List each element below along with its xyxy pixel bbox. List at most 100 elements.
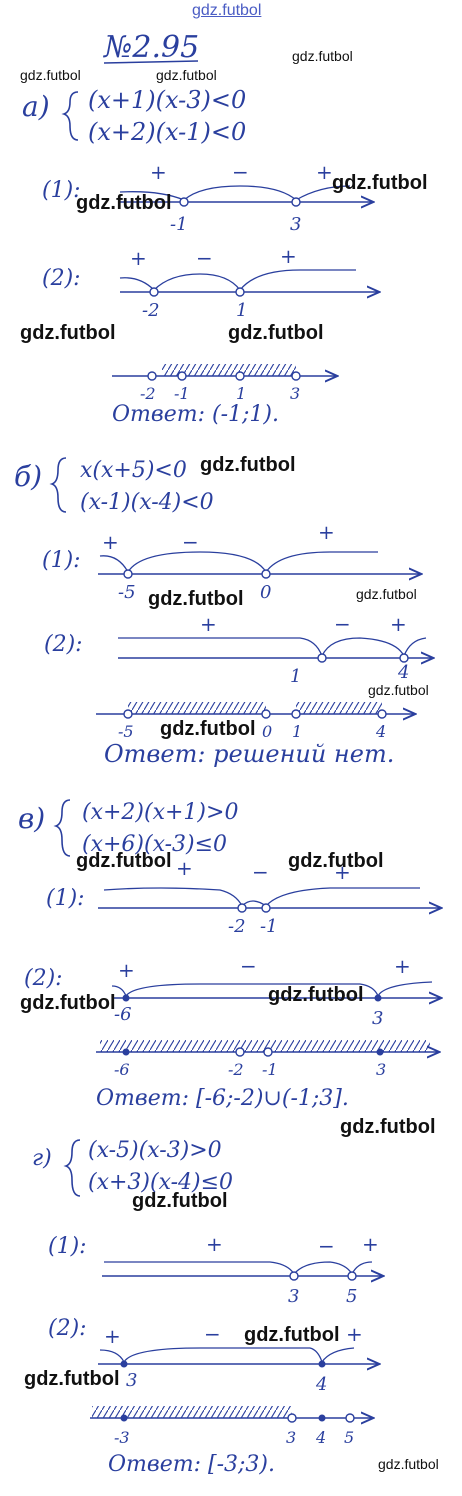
watermark: gdz.futbol bbox=[332, 172, 428, 194]
watermark: gdz.futbol bbox=[292, 48, 353, 64]
sign-arcs-c1 bbox=[103, 887, 420, 908]
hatch-b-right bbox=[296, 702, 382, 714]
inequality-1: (x+1)(x-3)<0 bbox=[88, 86, 247, 114]
inequality-2: (x-1)(x-4)<0 bbox=[80, 490, 214, 515]
step-label: (1): bbox=[42, 178, 81, 203]
sign-arcs-d1 bbox=[104, 1261, 373, 1276]
sign-plus: + bbox=[318, 520, 335, 544]
watermark: gdz.futbol bbox=[368, 682, 429, 698]
sign-plus: + bbox=[200, 612, 217, 636]
sign-plus: + bbox=[394, 954, 411, 978]
watermark: gdz.futbol bbox=[20, 322, 116, 344]
sign-plus: + bbox=[118, 958, 135, 982]
step-label: (1): bbox=[42, 548, 81, 573]
point-label: -1 bbox=[260, 916, 278, 937]
part-label: а) bbox=[22, 90, 50, 123]
point-a2-1 bbox=[235, 287, 245, 297]
part-label: в) bbox=[18, 802, 46, 835]
sign-minus: − bbox=[318, 1234, 335, 1258]
point-label: 3 bbox=[290, 384, 301, 403]
point-label: -1 bbox=[262, 1060, 278, 1079]
step-label: (2): bbox=[24, 966, 63, 991]
sign-plus: + bbox=[206, 1232, 223, 1256]
point-label: 5 bbox=[346, 1286, 358, 1307]
hatch-d bbox=[92, 1406, 292, 1418]
watermark: gdz.futbol bbox=[200, 454, 296, 476]
inequality-2: (x+6)(x-3)≤0 bbox=[82, 832, 228, 857]
sign-plus: + bbox=[280, 244, 297, 268]
watermark: gdz.futbol bbox=[244, 1324, 340, 1346]
system-brace-a bbox=[61, 91, 79, 141]
sign-plus: + bbox=[316, 160, 333, 184]
sign-plus: + bbox=[334, 860, 351, 884]
sign-plus: + bbox=[390, 612, 407, 636]
sign-plus: + bbox=[102, 530, 119, 554]
watermark: gdz.futbol bbox=[268, 984, 364, 1006]
sign-arcs-a1 bbox=[119, 185, 351, 201]
sign-plus: + bbox=[176, 856, 193, 880]
sign-arcs-c2 bbox=[111, 981, 433, 998]
watermark: gdz.futbol bbox=[378, 1456, 439, 1472]
watermark: gdz.futbol bbox=[132, 1190, 228, 1212]
point-label: -2 bbox=[142, 300, 160, 321]
inequality-1: x(x+5)<0 bbox=[80, 458, 187, 483]
point-label: -1 bbox=[170, 214, 188, 235]
point-label: -2 bbox=[140, 384, 156, 403]
part-label: г) bbox=[32, 1146, 52, 1171]
watermark: gdz.futbol bbox=[160, 718, 256, 740]
system-brace-c bbox=[53, 799, 71, 857]
point-label: 3 bbox=[286, 1428, 297, 1447]
hatch-a bbox=[162, 364, 296, 376]
sign-arcs-b2 bbox=[118, 637, 427, 658]
problem-number: №2.95 bbox=[104, 30, 200, 65]
sign-plus: + bbox=[346, 1322, 363, 1346]
answer: Ответ: (-1;1). bbox=[112, 402, 279, 427]
point-label: 1 bbox=[292, 722, 303, 741]
point-label: 3 bbox=[290, 214, 302, 235]
point-label: -1 bbox=[174, 384, 190, 403]
watermark: gdz.futbol bbox=[20, 67, 81, 83]
watermark: gdz.futbol bbox=[76, 192, 172, 214]
answer: Ответ: решений нет. bbox=[104, 740, 395, 768]
inequality-1: (x+2)(x+1)>0 bbox=[82, 800, 239, 825]
title-underline bbox=[103, 60, 199, 64]
system-brace-b bbox=[49, 457, 67, 513]
point-label: 4 bbox=[376, 722, 387, 741]
sign-plus: + bbox=[362, 1232, 379, 1256]
sign-plus: + bbox=[150, 160, 167, 184]
watermark: gdz.futbol bbox=[356, 586, 417, 602]
step-label: (2): bbox=[48, 1316, 87, 1341]
point-label: -2 bbox=[228, 1060, 244, 1079]
sign-arcs-a2 bbox=[119, 269, 356, 292]
point-label: 3 bbox=[376, 1060, 387, 1079]
point-label: 4 bbox=[316, 1374, 328, 1395]
step-label: (2): bbox=[42, 266, 81, 291]
point-label: -6 bbox=[114, 1004, 132, 1025]
watermark: gdz.futbol bbox=[228, 322, 324, 344]
watermark: gdz.futbol bbox=[20, 992, 116, 1014]
point-label: 1 bbox=[236, 300, 248, 321]
point-label: 4 bbox=[398, 662, 410, 683]
sign-minus: − bbox=[240, 954, 257, 978]
watermark: gdz.futbol bbox=[288, 850, 384, 872]
watermark: gdz.futbol bbox=[156, 67, 217, 83]
point-label: 4 bbox=[316, 1428, 327, 1447]
point-label: -5 bbox=[118, 722, 134, 741]
step-label: (1): bbox=[48, 1234, 87, 1259]
watermark: gdz.futbol bbox=[76, 850, 172, 872]
point-label: 1 bbox=[290, 666, 302, 687]
point-label: 1 bbox=[236, 384, 247, 403]
sign-plus: + bbox=[130, 246, 147, 270]
part-label: б) bbox=[14, 460, 43, 493]
point-a2-minus2 bbox=[149, 287, 159, 297]
step-label: (1): bbox=[46, 886, 85, 911]
answer: Ответ: [-6;-2)∪(-1;3]. bbox=[96, 1086, 349, 1111]
sign-minus: − bbox=[196, 246, 213, 270]
watermark: gdz.futbol bbox=[340, 1116, 436, 1138]
inequality-2: (x+2)(x-1)<0 bbox=[88, 118, 247, 146]
point-label: -3 bbox=[114, 1428, 130, 1447]
point-a1-minus1 bbox=[179, 197, 189, 207]
hatch-b-left bbox=[128, 702, 266, 714]
sign-minus: − bbox=[252, 860, 269, 884]
